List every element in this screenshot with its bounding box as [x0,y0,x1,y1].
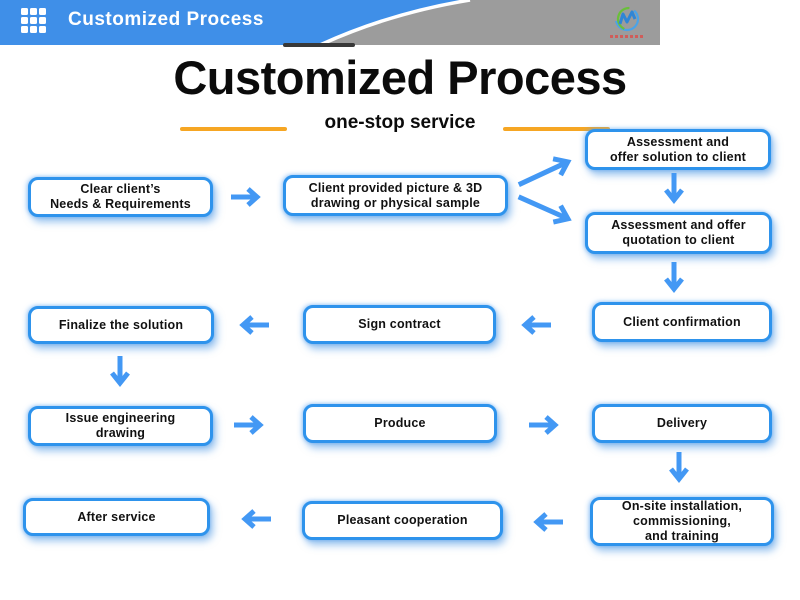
flow-box-assessment-quotation: Assessment and offer quotation to client [585,212,772,254]
flow-box-pleasant-cooperation: Pleasant cooperation [302,501,503,540]
arrow-left-icon [533,512,563,532]
arrow-down-icon [110,356,130,388]
flow-box-label: Clear client’s Needs & Requirements [50,182,191,211]
subtitle-rule-left [180,127,287,131]
arrow-down-icon [664,173,684,205]
flow-box-produce: Produce [303,404,497,443]
flow-box-label: Produce [374,416,426,431]
flow-box-client-provided: Client provided picture & 3D drawing or … [283,175,508,216]
grid-icon [21,8,46,34]
header-band [0,0,660,45]
flow-box-delivery: Delivery [592,404,772,443]
arrow-right-icon [234,415,264,435]
flow-box-assessment-solution: Assessment and offer solution to client [585,129,771,170]
arrow-down-icon [669,452,689,484]
brand-logo-icon [610,6,643,38]
flow-box-sign-contract: Sign contract [303,305,496,344]
page-title: Customized Process [173,51,627,104]
flow-box-label: Issue engineering drawing [65,411,176,440]
flow-box-label: Assessment and offer quotation to client [611,218,746,247]
arrow-left-icon [239,315,269,335]
page-subtitle: one-stop service [324,112,476,133]
arrow-left-icon [521,315,551,335]
flow-box-label: Client provided picture & 3D drawing or … [308,180,483,210]
flow-box-label: Assessment and offer solution to client [609,134,747,164]
flow-box-label: Client confirmation [623,314,741,329]
flow-box-label: On-site installation, commissioning, and… [621,499,743,543]
arrow-diagonal-up-icon [517,156,572,187]
header-title: Customized Process [68,9,264,30]
flow-box-label: Pleasant cooperation [337,513,468,528]
flow-box-after-service: After service [23,498,210,536]
arrow-right-icon [231,187,261,207]
arrow-diagonal-down-icon [517,194,572,225]
flow-box-clear-needs: Clear client’s Needs & Requirements [28,177,213,217]
flow-box-finalize-solution: Finalize the solution [28,306,214,344]
header-shadow-strip [283,43,355,47]
subtitle-rule-right [503,127,610,131]
flow-box-onsite-installation: On-site installation, commissioning, and… [590,497,774,546]
flow-box-label: Finalize the solution [58,317,184,332]
flow-box-label: Sign contract [358,317,441,332]
flow-box-issue-drawing: Issue engineering drawing [28,406,213,446]
flow-box-label: Delivery [656,416,708,431]
arrow-left-icon [241,509,271,529]
arrow-down-icon [664,262,684,294]
arrow-right-icon [529,415,559,435]
flow-box-label: After service [77,509,156,524]
flow-box-client-confirmation: Client confirmation [592,302,772,342]
